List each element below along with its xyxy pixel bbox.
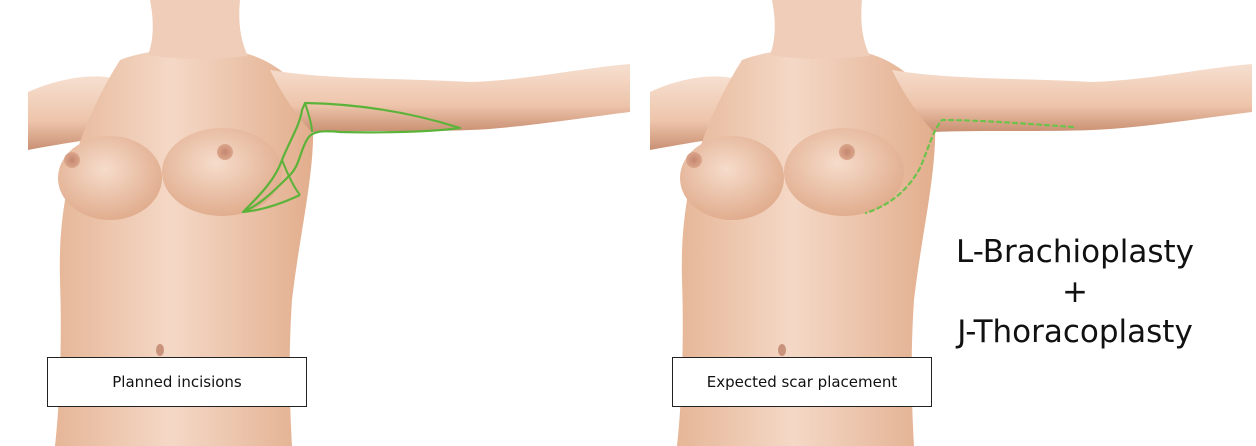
right-figure-breast-right xyxy=(680,136,784,220)
right-figure-nipple-right xyxy=(686,152,702,168)
left-figure-neck xyxy=(148,0,248,59)
expected-scar-caption: Expected scar placement xyxy=(672,357,932,407)
procedure-line-2: + xyxy=(930,272,1220,312)
expected-scar-caption-text: Expected scar placement xyxy=(707,373,898,391)
planned-incisions-caption: Planned incisions xyxy=(47,357,307,407)
right-figure-nipple-left xyxy=(839,144,855,160)
procedure-title: L-Brachioplasty + J-Thoracoplasty xyxy=(930,232,1220,352)
left-figure-nipple-right xyxy=(64,152,80,168)
procedure-line-1: L-Brachioplasty xyxy=(930,232,1220,272)
left-figure-nipple-left xyxy=(217,144,233,160)
planned-incisions-caption-text: Planned incisions xyxy=(112,373,242,391)
procedure-line-3: J-Thoracoplasty xyxy=(930,312,1220,352)
right-figure-left-arm xyxy=(892,64,1252,132)
right-figure-navel xyxy=(778,344,786,356)
left-figure-navel xyxy=(156,344,164,356)
left-figure-breast-left xyxy=(162,128,282,216)
left-figure-breast-right xyxy=(58,136,162,220)
left-figure-left-arm xyxy=(270,64,630,132)
right-figure-neck xyxy=(770,0,870,59)
